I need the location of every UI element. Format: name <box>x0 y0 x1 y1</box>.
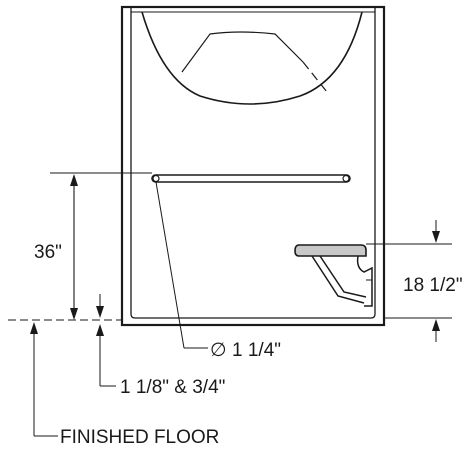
enclosure-outer-wall <box>120 5 386 327</box>
arrow-down-36 <box>70 308 78 320</box>
dimension-threshold: 1 1/8" & 3/4" <box>96 294 225 398</box>
shower-enclosure <box>120 5 386 327</box>
seat-arm-front <box>311 255 365 304</box>
arch-inner-dashed <box>302 61 328 93</box>
label-seat-height: 18 1/2" <box>403 275 463 296</box>
arch-recess <box>131 11 375 105</box>
arrow-seat-up <box>432 319 440 331</box>
enclosure-inner-wall <box>130 7 376 319</box>
dimension-grab-bar-height: 36" <box>34 172 152 320</box>
label-diameter: 1 1/4" <box>232 340 281 361</box>
seat-top <box>294 244 367 257</box>
label-36-inches: 36" <box>34 242 62 263</box>
arrow-threshold-up <box>96 324 104 336</box>
arch-inner <box>181 31 304 73</box>
folding-seat <box>294 244 373 307</box>
label-threshold: 1 1/8" & 3/4" <box>120 377 225 398</box>
grab-bar-tube <box>151 174 351 183</box>
arrow-up-36 <box>70 174 78 186</box>
leader-finished-floor: FINISHED FLOOR <box>30 322 219 448</box>
grab-bar-end-left <box>152 174 160 183</box>
grab-bar <box>151 174 351 183</box>
arrow-threshold-down <box>96 306 104 318</box>
leader-grab-bar-diameter: ∅ 1 1/4" <box>155 181 281 361</box>
arrow-seat-down <box>432 231 440 243</box>
arch-outer <box>141 11 363 105</box>
grab-bar-end-right <box>342 174 350 183</box>
arrow-floor-up <box>30 322 38 334</box>
diameter-symbol: ∅ <box>210 340 227 361</box>
dimension-seat-height: 18 1/2" <box>366 220 463 342</box>
seat-bracket <box>356 255 373 307</box>
label-finished-floor: FINISHED FLOOR <box>60 427 219 448</box>
diameter-leader-diagonal <box>155 181 185 349</box>
seat-arm-back <box>319 255 367 298</box>
